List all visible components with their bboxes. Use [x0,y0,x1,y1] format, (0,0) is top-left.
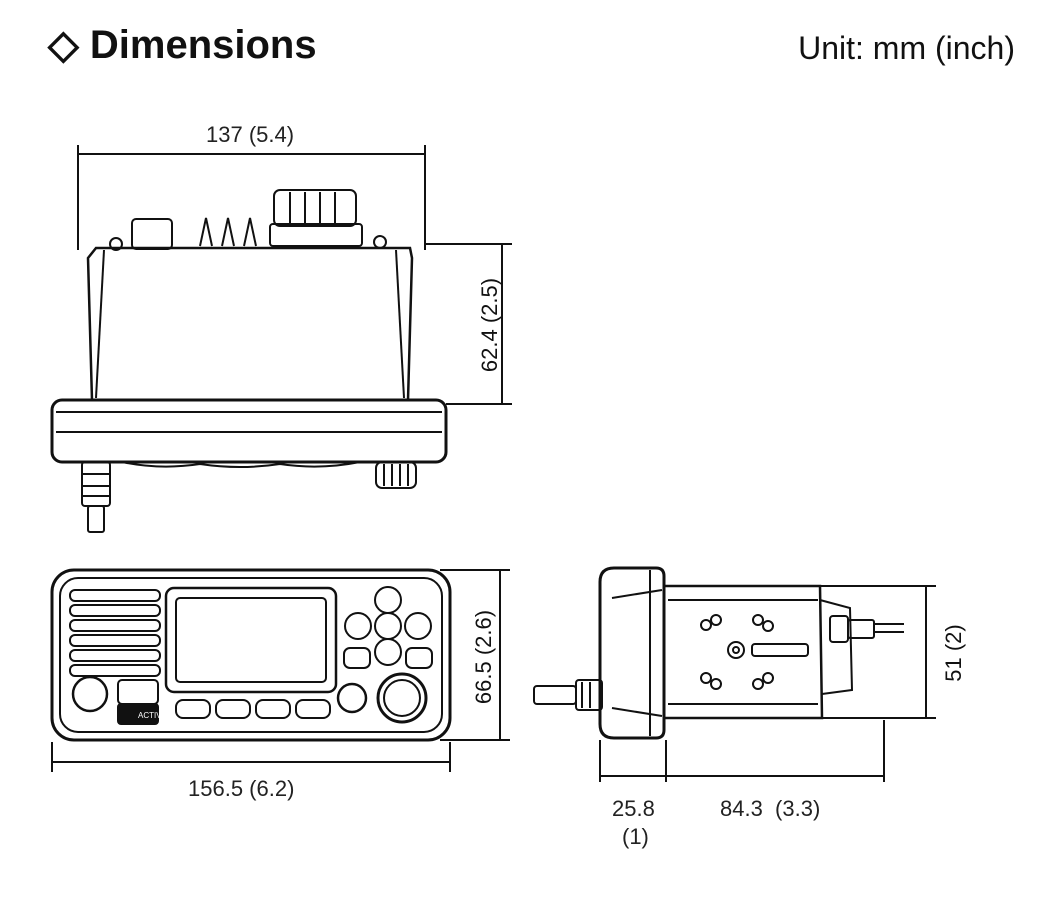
front-width-label: 156.5 (6.2) [188,776,295,801]
unit-label: Unit: mm (inch) [798,30,1015,66]
side-front-depth-inch-label: (1) [622,824,649,849]
side-height-label: 51 (2) [941,624,966,682]
side-view-drawing [533,566,936,782]
front-height-label: 66.5 (2.6) [471,609,496,705]
top-width-label: 137 (5.4) [206,122,295,147]
side-body-depth-label: 84.3 (3.3) [720,796,821,821]
top-view-drawing [50,145,512,533]
top-height-label: 62.4 (2.5) [477,277,502,373]
side-front-depth-label: 25.8 [612,796,655,821]
front-panel-key-label: ACTIVE [138,711,167,720]
front-view-drawing [50,568,510,772]
page-title: ◇ Dimensions [48,23,317,67]
